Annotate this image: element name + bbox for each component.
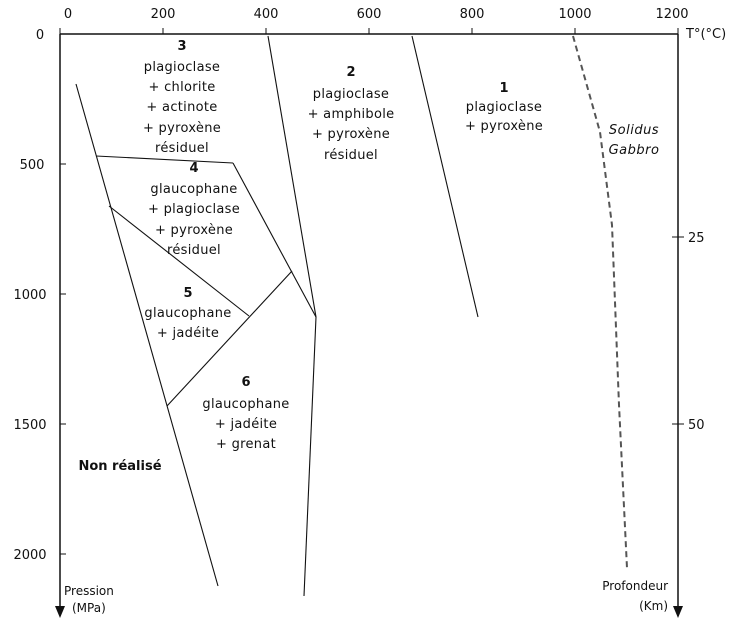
boundary-1-2 bbox=[411, 35, 479, 318]
t-tick-200: 200 bbox=[151, 7, 176, 22]
depth-ticks bbox=[672, 236, 684, 425]
field-2: 2 plagioclase + amphibole + pyroxène rés… bbox=[308, 65, 395, 163]
field-5-number: 5 bbox=[183, 286, 192, 301]
field-1: 1 plagioclase + pyroxène bbox=[465, 81, 543, 134]
boundary-3-4 bbox=[95, 155, 234, 164]
pressure-unit: (MPa) bbox=[72, 601, 106, 615]
field-4-line-2: + plagioclase bbox=[148, 202, 240, 217]
t-tick-1000: 1000 bbox=[558, 7, 591, 22]
boundary-4-5 bbox=[108, 205, 250, 317]
field-2-line-1: plagioclase bbox=[313, 87, 389, 102]
field-4-line-3: + pyroxène bbox=[155, 223, 233, 238]
field-boundaries bbox=[75, 35, 479, 597]
field-3-line-2: + chlorite bbox=[148, 80, 215, 95]
temperature-unit: T°(°C) bbox=[685, 27, 726, 42]
depth-unit: (Km) bbox=[639, 599, 668, 613]
non-realise-label: Non réalisé bbox=[78, 459, 161, 474]
field-1-line-2: + pyroxène bbox=[465, 119, 543, 134]
t-tick-0: 0 bbox=[64, 7, 72, 22]
temperature-ticks bbox=[59, 28, 679, 34]
field-3-line-1: plagioclase bbox=[144, 60, 220, 75]
p-tick-0: 0 bbox=[36, 28, 44, 43]
boundary-4-2 bbox=[232, 162, 317, 318]
field-5-line-1: glaucophane bbox=[144, 306, 231, 321]
field-4-line-4: résiduel bbox=[167, 243, 221, 258]
t-tick-800: 800 bbox=[460, 7, 485, 22]
pressure-ticks bbox=[60, 163, 66, 555]
p-tick-500: 500 bbox=[20, 158, 45, 173]
field-4-number: 4 bbox=[189, 161, 198, 176]
boundary-2-3 bbox=[267, 35, 317, 318]
boundary-5-6 bbox=[166, 270, 293, 407]
t-tick-600: 600 bbox=[357, 7, 382, 22]
depth-axis-arrow bbox=[673, 606, 683, 618]
solidus-gabbro-line bbox=[572, 35, 628, 569]
boundary-2-6 bbox=[303, 316, 317, 597]
field-3-number: 3 bbox=[177, 39, 186, 54]
field-5-line-2: + jadéite bbox=[157, 326, 219, 341]
field-3-line-3: + actinote bbox=[146, 100, 217, 115]
pressure-axis-arrow bbox=[55, 606, 65, 618]
field-4-line-1: glaucophane bbox=[150, 182, 237, 197]
field-6: 6 glaucophane + jadéite + grenat bbox=[202, 375, 289, 452]
field-3: 3 plagioclase + chlorite + actinote + py… bbox=[143, 39, 221, 156]
field-3-line-5: résiduel bbox=[155, 141, 209, 156]
field-6-number: 6 bbox=[241, 375, 250, 390]
depth-title: Profondeur bbox=[602, 579, 668, 593]
t-tick-400: 400 bbox=[254, 7, 279, 22]
p-tick-1500: 1500 bbox=[13, 418, 46, 433]
p-tick-1000: 1000 bbox=[13, 288, 46, 303]
gabbro-label: Gabbro bbox=[609, 143, 660, 158]
field-2-line-4: résiduel bbox=[324, 148, 378, 163]
t-tick-1200: 1200 bbox=[655, 7, 688, 22]
field-6-line-3: + grenat bbox=[216, 437, 276, 452]
depth-tick-50: 50 bbox=[688, 418, 705, 433]
field-2-line-2: + amphibole bbox=[308, 107, 395, 122]
field-5: 5 glaucophane + jadéite bbox=[144, 286, 231, 341]
field-2-number: 2 bbox=[346, 65, 355, 80]
field-1-line-1: plagioclase bbox=[466, 100, 542, 115]
solidus-label: Solidus bbox=[609, 123, 659, 138]
field-2-line-3: + pyroxène bbox=[312, 127, 390, 142]
field-6-line-2: + jadéite bbox=[215, 417, 277, 432]
field-3-line-4: + pyroxène bbox=[143, 121, 221, 136]
p-tick-2000: 2000 bbox=[13, 548, 46, 563]
depth-tick-25: 25 bbox=[688, 231, 705, 246]
pressure-title: Pression bbox=[64, 584, 114, 598]
boundary-non-realise bbox=[75, 83, 219, 587]
field-4: 4 glaucophane + plagioclase + pyroxène r… bbox=[148, 161, 240, 258]
field-1-number: 1 bbox=[499, 81, 508, 96]
field-6-line-1: glaucophane bbox=[202, 397, 289, 412]
